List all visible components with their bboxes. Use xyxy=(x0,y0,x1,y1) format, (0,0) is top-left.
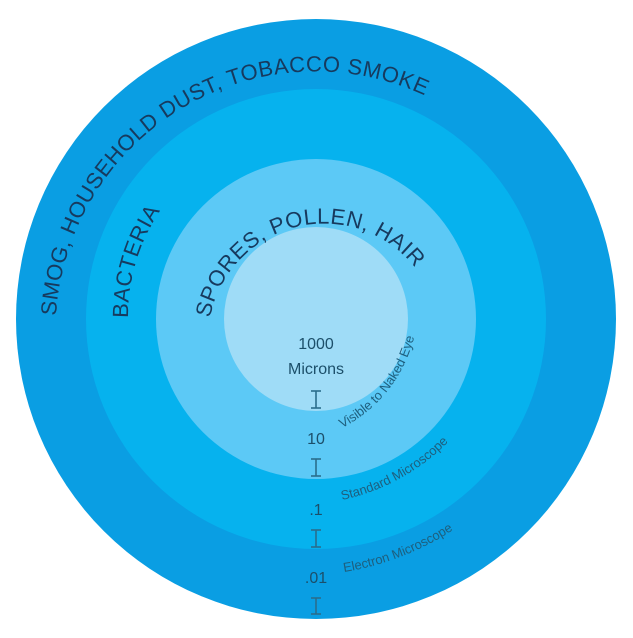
center-unit: Microns xyxy=(288,361,344,378)
scale-marker-1 xyxy=(311,390,321,409)
scale-marker-4 xyxy=(311,597,321,615)
scale-value-0-1: .1 xyxy=(309,502,322,519)
scale-value-10: 10 xyxy=(307,431,325,448)
scale-marker-2 xyxy=(311,458,321,477)
center-value: 1000 xyxy=(298,336,334,353)
scale-marker-3 xyxy=(311,529,321,548)
scale-value-0-01: .01 xyxy=(305,570,327,587)
ring-center xyxy=(224,227,408,411)
